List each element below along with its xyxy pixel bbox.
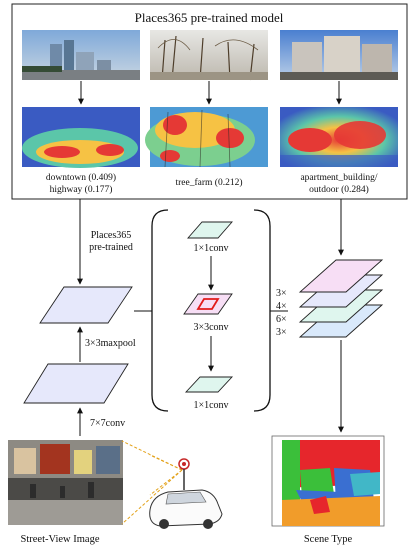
conv3x3-plane <box>183 293 233 315</box>
stage-multiplier-1: 3× <box>276 288 287 299</box>
conv3x3-kernel-patch <box>196 298 220 310</box>
maxpool-label: 3×3maxpool <box>85 338 136 349</box>
caption-apartment-line1: apartment_building/ <box>300 173 377 183</box>
caption-downtown-line1: downtown (0.409) <box>46 172 116 183</box>
block-right-brace <box>253 209 271 412</box>
stage-multiplier-3: 6× <box>276 314 287 325</box>
conv1x1-bottom-plane <box>184 376 234 393</box>
conv1x1-bottom-label: 1×1conv <box>193 400 228 411</box>
caption-tree-farm: tree_farm (0.212) <box>176 177 243 188</box>
heatmap-apartment <box>280 107 398 167</box>
conv7-label: 7×7conv <box>90 418 125 429</box>
street-view-photo <box>8 440 123 525</box>
caption-downtown-line2: highway (0.177) <box>50 184 113 195</box>
feature-plane-conv <box>23 363 129 404</box>
stage-multiplier-2: 4× <box>276 301 287 312</box>
example-photo-apartment <box>280 30 398 80</box>
pretrained-label-line2: pre-trained <box>89 242 133 253</box>
caption-apartment-line2: outdoor (0.284) <box>309 184 369 195</box>
example-photo-tree-farm <box>150 30 268 81</box>
segmentation-map <box>271 435 385 527</box>
heatmap-tree-farm <box>145 107 268 168</box>
conv1x1-top-text: 1×1conv <box>193 243 228 254</box>
output-label: Scene Type <box>304 534 353 545</box>
stage-multiplier-4: 3× <box>276 327 287 338</box>
input-label: Street-View Image <box>21 534 100 545</box>
stage-layer-1 <box>298 259 384 293</box>
conv1x1-top-plane <box>187 221 233 239</box>
places-model-title: Places365 pre-trained model <box>135 10 284 25</box>
conv3x3-label: 3×3conv <box>193 322 228 333</box>
camera-view-rays <box>121 440 183 525</box>
pretrained-label-line1: Places365 <box>91 230 132 241</box>
stacked-layers <box>298 259 384 338</box>
block-left-brace <box>151 209 169 412</box>
heatmap-downtown <box>22 107 140 168</box>
feature-plane-pooled <box>39 286 133 324</box>
camera-car-icon <box>149 458 223 529</box>
example-photo-downtown <box>22 30 140 80</box>
